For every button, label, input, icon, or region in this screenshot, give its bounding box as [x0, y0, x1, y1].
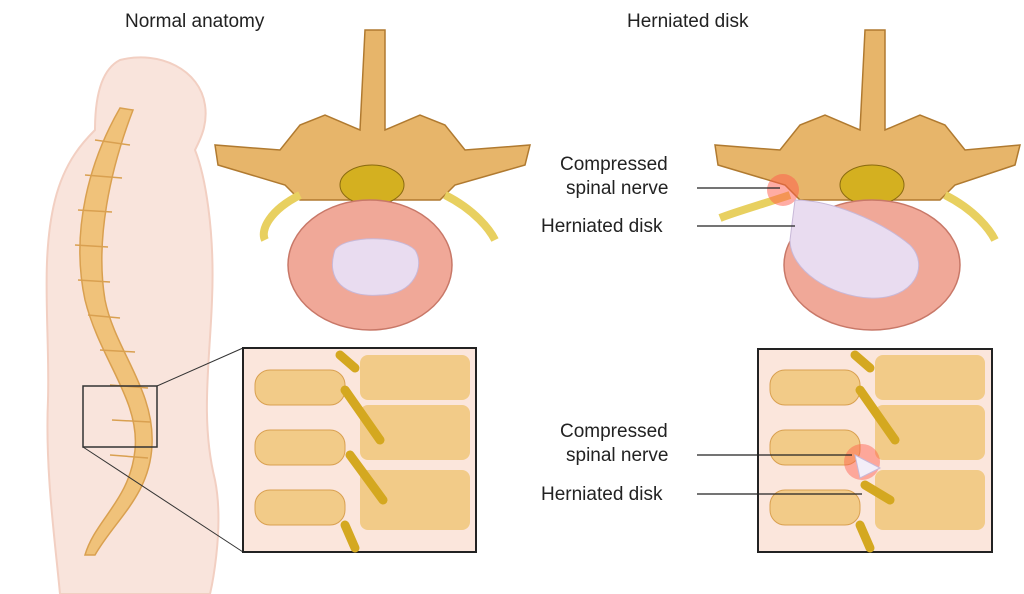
label-top-herniated: Herniated disk	[541, 216, 663, 237]
body-silhouette	[45, 56, 220, 594]
spine-column	[74, 107, 153, 556]
herniated-spine-closeup	[757, 348, 993, 553]
label-top-compressed-line2: spinal nerve	[566, 178, 668, 199]
zoom-region-box	[82, 385, 158, 448]
normal-vertebra-cross-section	[214, 29, 531, 331]
title-herniated-disk: Herniated disk	[627, 11, 749, 32]
label-bottom-compressed-line1: Compressed	[560, 421, 668, 442]
normal-spine-closeup	[242, 347, 477, 553]
label-top-compressed-line1: Compressed	[560, 154, 668, 175]
zoom-line-top	[156, 347, 244, 387]
zoom-line-bottom	[82, 446, 244, 553]
label-bottom-herniated: Herniated disk	[541, 484, 663, 505]
title-normal-anatomy: Normal anatomy	[125, 11, 265, 32]
label-bottom-compressed-line2: spinal nerve	[566, 445, 668, 466]
herniated-vertebra-cross-section	[714, 29, 1021, 331]
